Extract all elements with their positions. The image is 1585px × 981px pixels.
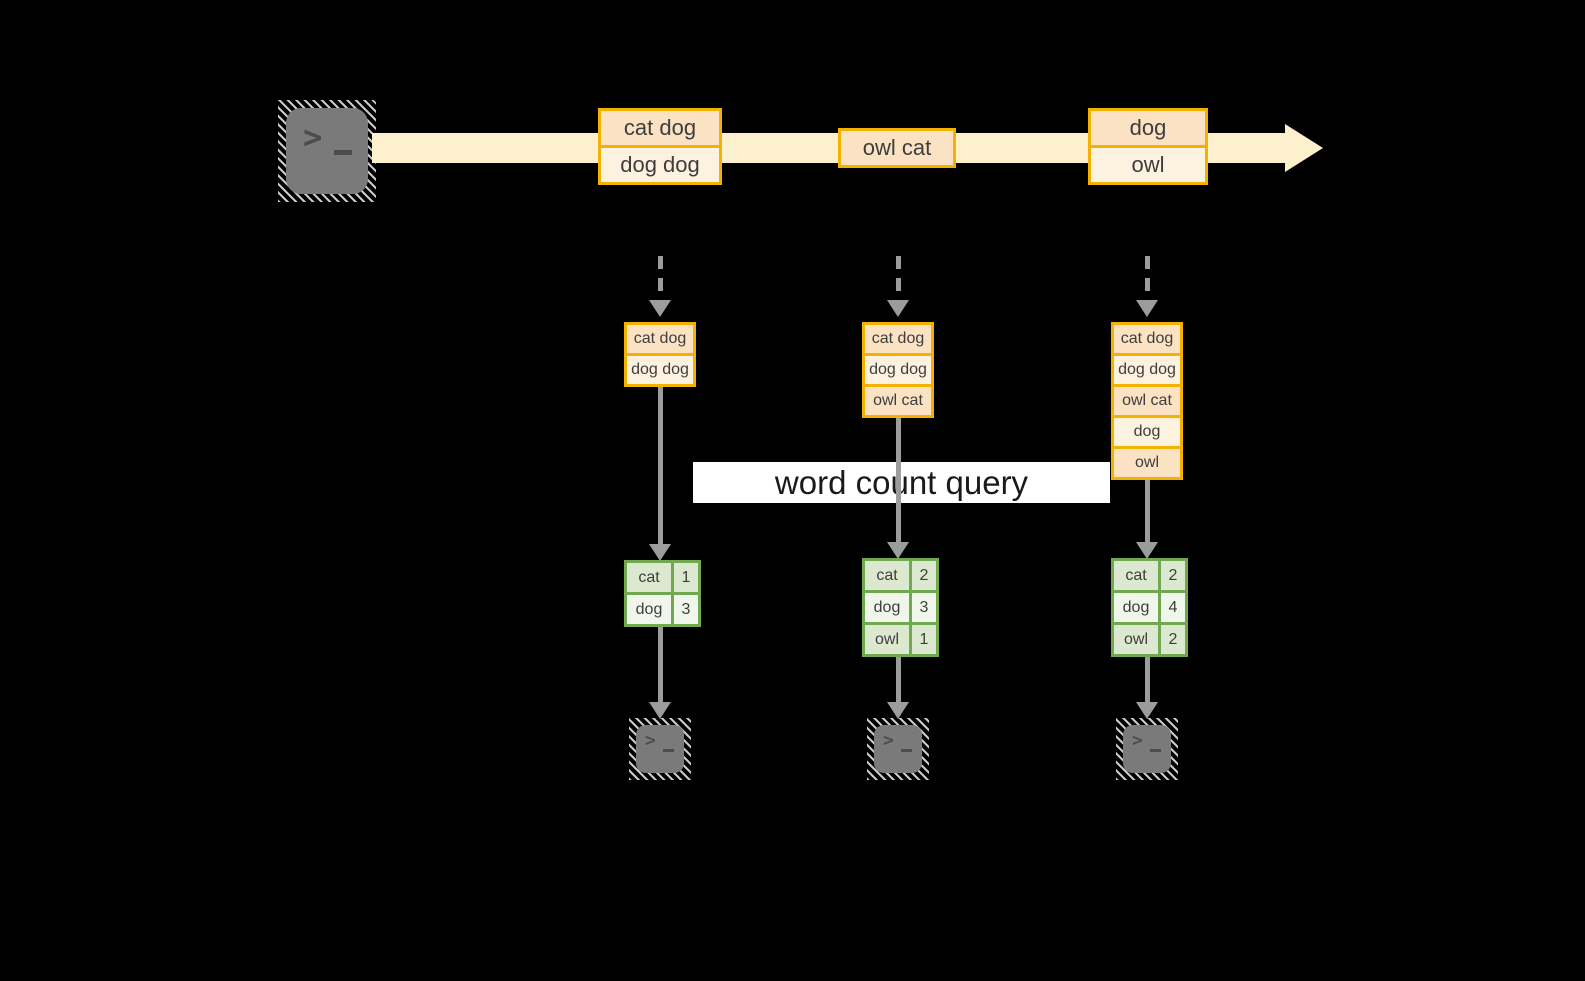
output-arrow-1 — [658, 627, 663, 702]
buffer-line: dog dog — [627, 353, 693, 384]
prompt-cursor-icon — [1150, 749, 1161, 752]
arrowhead-icon — [649, 702, 671, 719]
count-cell: 2 — [1161, 625, 1185, 654]
terminal-source-icon: > — [278, 100, 376, 202]
count-cell: 1 — [674, 563, 698, 592]
prompt-chevron-icon: > — [1132, 730, 1143, 751]
event-line: dog — [1091, 111, 1205, 145]
stream-event-3: dog owl — [1088, 108, 1208, 185]
count-table-1: cat 1 dog 3 — [624, 560, 701, 627]
prompt-chevron-icon: > — [645, 730, 656, 751]
prompt-cursor-icon — [334, 150, 352, 155]
count-cell: 2 — [912, 561, 936, 590]
ingest-arrow-dashed-2 — [896, 256, 901, 300]
prompt-cursor-icon — [663, 749, 674, 752]
buffer-line: dog dog — [1114, 353, 1180, 384]
event-line: owl cat — [841, 131, 953, 165]
buffer-stack-1: cat dog dog dog — [624, 322, 696, 387]
buffer-line: owl — [1114, 446, 1180, 477]
prompt-cursor-icon — [901, 749, 912, 752]
terminal-screen: > — [874, 725, 922, 773]
buffer-stack-3: cat dog dog dog owl cat dog owl — [1111, 322, 1183, 480]
word-cell: dog — [1114, 593, 1161, 622]
count-row: owl 1 — [865, 622, 936, 654]
word-cell: cat — [1114, 561, 1161, 590]
query-arrow-1 — [658, 387, 663, 544]
buffer-line: dog — [1114, 415, 1180, 446]
count-row: dog 3 — [627, 592, 698, 624]
ingest-arrow-dashed-1 — [658, 256, 663, 300]
arrowhead-icon — [887, 300, 909, 317]
prompt-chevron-icon: > — [883, 730, 894, 751]
arrowhead-icon — [887, 702, 909, 719]
buffer-stack-2: cat dog dog dog owl cat — [862, 322, 934, 418]
terminal-screen: > — [1123, 725, 1171, 773]
count-row: dog 4 — [1114, 590, 1185, 622]
count-table-3: cat 2 dog 4 owl 2 — [1111, 558, 1188, 657]
buffer-line: owl cat — [865, 384, 931, 415]
count-row: cat 2 — [865, 561, 936, 590]
stream-arrowhead-icon — [1285, 124, 1323, 172]
event-line: dog dog — [601, 145, 719, 182]
terminal-sink-icon-1: > — [629, 718, 691, 780]
event-line: owl — [1091, 145, 1205, 182]
arrowhead-icon — [649, 300, 671, 317]
count-cell: 2 — [1161, 561, 1185, 590]
output-arrow-2 — [896, 657, 901, 702]
word-cell: cat — [865, 561, 912, 590]
word-cell: dog — [865, 593, 912, 622]
terminal-screen: > — [636, 725, 684, 773]
buffer-line: cat dog — [865, 325, 931, 353]
event-line: cat dog — [601, 111, 719, 145]
count-cell: 4 — [1161, 593, 1185, 622]
query-label: word count query — [693, 462, 1110, 503]
word-cell: dog — [627, 595, 674, 624]
prompt-chevron-icon: > — [303, 118, 323, 156]
buffer-line: owl cat — [1114, 384, 1180, 415]
query-arrow-3 — [1145, 480, 1150, 542]
buffer-line: cat dog — [627, 325, 693, 353]
arrowhead-icon — [1136, 702, 1158, 719]
terminal-screen: > — [286, 108, 368, 194]
output-arrow-3 — [1145, 657, 1150, 702]
stream-event-2: owl cat — [838, 128, 956, 168]
count-row: owl 2 — [1114, 622, 1185, 654]
count-table-2: cat 2 dog 3 owl 1 — [862, 558, 939, 657]
stream-event-1: cat dog dog dog — [598, 108, 722, 185]
terminal-sink-icon-2: > — [867, 718, 929, 780]
count-cell: 1 — [912, 625, 936, 654]
terminal-sink-icon-3: > — [1116, 718, 1178, 780]
word-cell: cat — [627, 563, 674, 592]
count-cell: 3 — [912, 593, 936, 622]
arrowhead-icon — [1136, 300, 1158, 317]
word-cell: owl — [1114, 625, 1161, 654]
buffer-line: cat dog — [1114, 325, 1180, 353]
query-arrow-2 — [896, 418, 901, 542]
buffer-line: dog dog — [865, 353, 931, 384]
ingest-arrow-dashed-3 — [1145, 256, 1150, 300]
count-row: cat 2 — [1114, 561, 1185, 590]
count-row: cat 1 — [627, 563, 698, 592]
count-row: dog 3 — [865, 590, 936, 622]
arrowhead-icon — [1136, 542, 1158, 559]
arrowhead-icon — [887, 542, 909, 559]
word-cell: owl — [865, 625, 912, 654]
arrowhead-icon — [649, 544, 671, 561]
count-cell: 3 — [674, 595, 698, 624]
